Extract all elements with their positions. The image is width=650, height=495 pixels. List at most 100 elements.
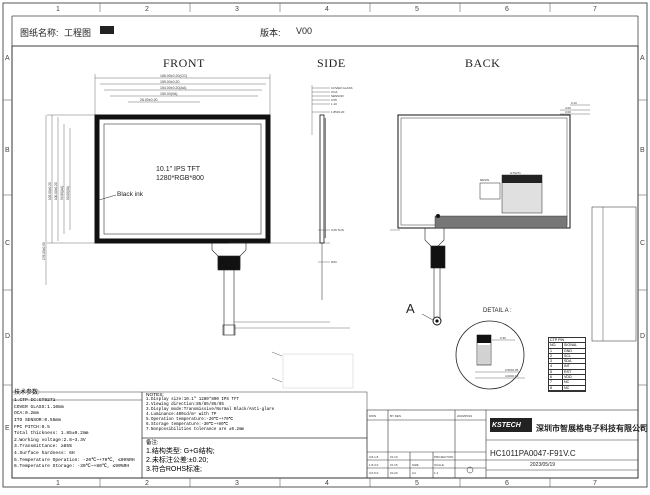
side-glass-profile [319,114,325,244]
note-row: 4.Luminance:400cd/m² with TP [146,413,217,417]
remark-row: 2.未标注公差:±0.20; [146,457,209,464]
tech-param-row: 1.CTP IC:GT9271 [14,398,56,404]
back-glass-outline [397,114,571,229]
ctp-pin-signal: RST [564,369,572,374]
ctp-pin-number: 6 [549,375,563,380]
zone-label-right: A [640,55,645,62]
ctp-pin-number: 5 [549,369,563,375]
drawing-name-value: 工程图 [64,28,92,38]
detail-a-leader [421,313,434,321]
side-view-title: SIDE [317,56,346,70]
svg-text:150.00(VA): 150.00(VA) [160,92,177,96]
svg-text:105.00±0.20: 105.00±0.20 [48,182,52,200]
front-top-dimension-labels: 165.00±0.20(CG) 159.00±0.20 154.00±0.20(… [140,74,187,102]
tech-param-row: 6.Temperature Storage: -30℃~+80℃, ≤90%RH [14,464,130,470]
svg-text:±0.20: ±0.20 [390,471,398,475]
zone-label-left: D [5,333,10,340]
black-ink-label: Black ink [117,191,144,198]
tech-param-row: FPC PITCH:0.5 [14,424,50,430]
svg-text:0.30: 0.30 [500,336,506,340]
remarks-block: 备注: 1.结构类型: G+G结构;2.未标注公差:±0.20;3.符合ROHS… [146,440,364,474]
projection-symbol [466,466,474,474]
side-sensor-profile [324,118,326,238]
tech-param-row: COVER GLASS:1.10mm [14,404,64,410]
remark-row: 1.结构类型: G+G结构; [146,448,215,455]
tech-param-row: 5.Temperature Operation: -20℃~+70℃, ≤90%… [14,457,135,463]
zone-label-right: D [640,333,645,340]
tech-param-row: Total thickness: 1.85±0.2mm [14,431,89,437]
zone-ticks [3,3,647,487]
svg-text:1.10: 1.10 [331,102,337,106]
svg-text:100.00±0.20: 100.00±0.20 [54,182,58,200]
svg-text:94.60(AA): 94.60(AA) [60,186,64,200]
detail-a-fingers [478,345,490,365]
note-row: 1.Display size:10.1" 1280*800 IPS TFT [146,398,239,402]
svg-text:A4: A4 [412,471,416,475]
back-view: 0.10 4.00 3.00 RESIN GT9271 [390,101,590,326]
drawing-type-swatch [100,26,114,34]
front-view: 165.00±0.20(CG) 159.00±0.20 154.00±0.20(… [42,74,350,336]
svg-text:BY DES: BY DES [390,414,401,418]
ctp-pin-number: 1 [549,348,563,353]
company-logo-text: KSTECH [492,422,521,429]
zone-label-bottom: 3 [235,480,239,487]
notes-block: NOTES: 1.Display size:10.1" 1280*800 IPS… [146,393,364,433]
back-fpc-stiffener [430,245,446,269]
detail-a-title: DETAIL A : [483,308,512,314]
company-name: 深圳市智展格电子科技有限公司 [536,424,648,433]
ctp-pin-signal: SCL [564,353,571,358]
back-view-title: BACK [465,56,501,70]
ctp-pin-header-no: NO. [549,343,563,348]
ctp-pin-signal: VDD [564,375,572,380]
svg-text:2023/05/19: 2023/05/19 [457,414,472,418]
zone-label-top: 3 [235,6,239,13]
black-ink-leader [98,194,117,201]
svg-text:0.05 SUS: 0.05 SUS [331,228,344,232]
svg-text:0.50±0.05: 0.50±0.05 [505,368,519,372]
tech-param-row: OCA:0.2mm [14,411,39,417]
zone-label-left: E [5,425,10,432]
svg-text:COVER GLASS: COVER GLASS [331,86,353,90]
title-block-lines [366,409,639,479]
zone-label-left: C [5,240,10,247]
note-row: 5.Operation temperature:-20℃~+70℃ [146,418,234,422]
back-foam-pad [479,182,501,200]
zone-label-bottom: 5 [415,480,419,487]
zone-label-top: 7 [593,6,597,13]
tech-param-row: 3.Transmittance: ≥85% [14,444,72,450]
svg-text:DWN: DWN [369,414,376,418]
svg-text:154.00±0.20(AA): 154.00±0.20(AA) [160,86,186,90]
zone-label-left: A [5,55,10,62]
svg-text:SIZE: SIZE [412,463,419,467]
ctp-pin-signal: NC [564,380,570,385]
remarks-rows: 1.结构类型: G+G结构;2.未标注公差:±0.20;3.符合ROHS标准; [146,447,364,474]
side-view: COVER GLASS OCA SENSOR 0.55 1.10 1.85±0.… [311,85,353,300]
note-row: 2.Viewing direction:85/85/85/85 [146,403,224,407]
svg-text:4.00: 4.00 [565,106,571,110]
display-resolution-text: 1280*RGB*800 [156,175,204,182]
front-black-ink-border [94,114,271,244]
zone-label-bottom: 1 [56,480,60,487]
ctp-pin-signal: NC [564,385,570,390]
fpc-pin-grid [271,351,354,389]
ctp-pin-signal: SDA [564,359,572,364]
zone-label-bottom: 6 [505,480,509,487]
front-corner-mark [265,238,269,242]
svg-text:OCA: OCA [331,90,338,94]
back-fpc-tail [424,228,446,318]
ctp-pin-signal: GND [564,348,572,353]
zone-label-top: 6 [505,6,509,13]
front-top-dimensions [94,74,271,115]
zone-label-bottom: 7 [593,480,597,487]
detail-a-dimensions [475,339,525,379]
ctp-pin-number: 7 [549,380,563,385]
side-dimension-labels: COVER GLASS OCA SENSOR 0.55 1.10 1.85±0.… [331,86,353,264]
